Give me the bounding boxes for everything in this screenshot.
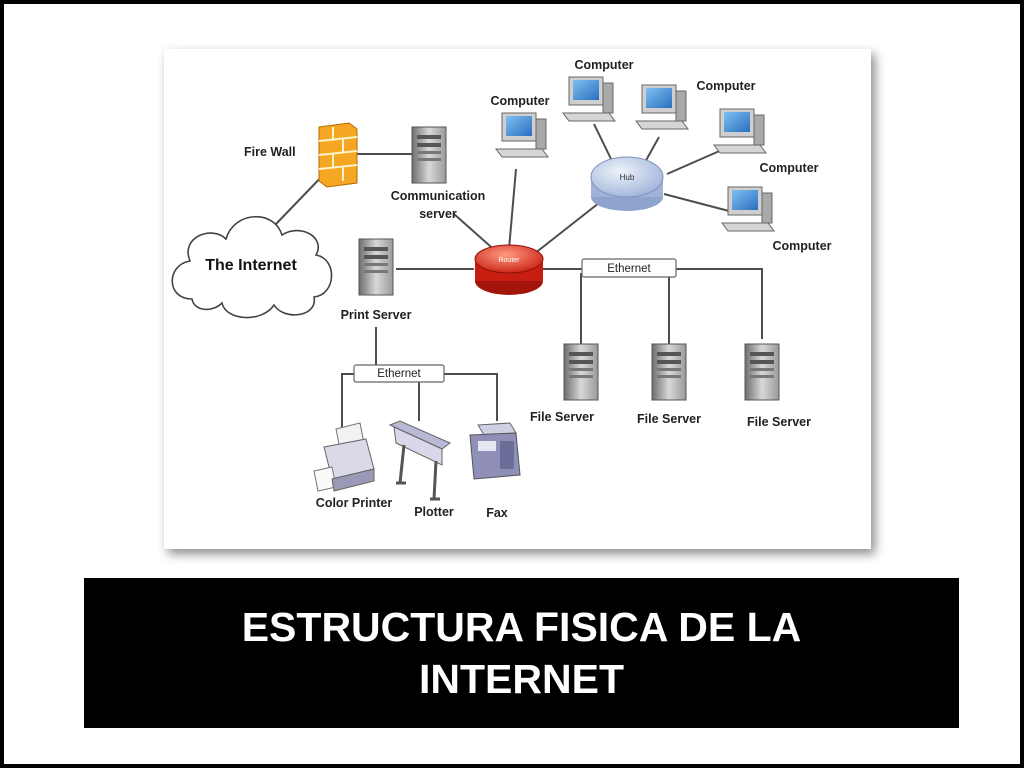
computer-1-icon xyxy=(495,112,549,158)
communication-server-label-line2: server xyxy=(419,207,457,221)
computer-5-icon xyxy=(721,186,775,232)
file-server-2-label: File Server xyxy=(637,412,701,426)
ethernet2-bus xyxy=(444,373,498,421)
computer-4-label: Computer xyxy=(759,161,818,175)
link-hub-computer2 xyxy=(593,123,613,162)
ethernet-2-label: Ethernet xyxy=(377,368,421,380)
ethernet1-bus xyxy=(676,268,763,339)
ethernet-1-label: Ethernet xyxy=(607,263,651,275)
print-server-icon xyxy=(358,238,394,296)
link-router-computer1 xyxy=(508,168,517,250)
hub-label: Hub xyxy=(620,173,635,182)
color-printer-label: Color Printer xyxy=(316,496,393,510)
computer-5-label: Computer xyxy=(772,239,831,253)
computer-3-label: Computer xyxy=(696,79,755,93)
internet-cloud-icon xyxy=(171,215,333,319)
communication-server-icon xyxy=(411,126,447,184)
computer-1-label: Computer xyxy=(490,94,549,108)
file-server-2-icon xyxy=(651,343,687,401)
firewall-label: Fire Wall xyxy=(244,145,296,159)
ethernet-1-box xyxy=(581,258,677,278)
router-icon xyxy=(474,244,544,295)
file-server-3-icon xyxy=(744,343,780,401)
file-server-1-icon xyxy=(563,343,599,401)
plotter-label: Plotter xyxy=(414,505,454,519)
fax-icon xyxy=(469,422,521,480)
computer-4-icon xyxy=(713,108,767,154)
ethernet-2-box xyxy=(353,364,445,383)
slide-title: ESTRUCTURA FISICA DE LA INTERNET xyxy=(241,604,802,702)
print-server-label: Print Server xyxy=(341,308,412,322)
network-diagram: The Internet Fire Wall Communication ser… xyxy=(164,49,871,549)
internet-label: The Internet xyxy=(205,257,297,274)
link-hub-computer4 xyxy=(666,148,725,175)
link-router-hub xyxy=(533,198,605,255)
communication-server-label-line1: Communication xyxy=(391,189,485,203)
computer-2-label: Computer xyxy=(574,58,633,72)
file-server-3-label: File Server xyxy=(747,415,811,429)
title-banner: ESTRUCTURA FISICA DE LA INTERNET xyxy=(84,578,959,728)
computer-2-icon xyxy=(562,76,616,122)
computer-3-icon xyxy=(635,84,689,130)
color-printer-icon xyxy=(313,422,375,492)
ethernet2-left xyxy=(341,373,354,431)
link-hub-computer5 xyxy=(663,193,730,212)
slide: The Internet Fire Wall Communication ser… xyxy=(4,4,1020,764)
firewall-icon xyxy=(318,122,358,188)
fax-label: Fax xyxy=(486,506,508,520)
link-hub-computer3 xyxy=(643,136,660,165)
file-server-1-label: File Server xyxy=(530,410,594,424)
router-label: Router xyxy=(498,257,520,264)
hub-icon xyxy=(590,156,664,211)
plotter-icon xyxy=(388,420,451,501)
